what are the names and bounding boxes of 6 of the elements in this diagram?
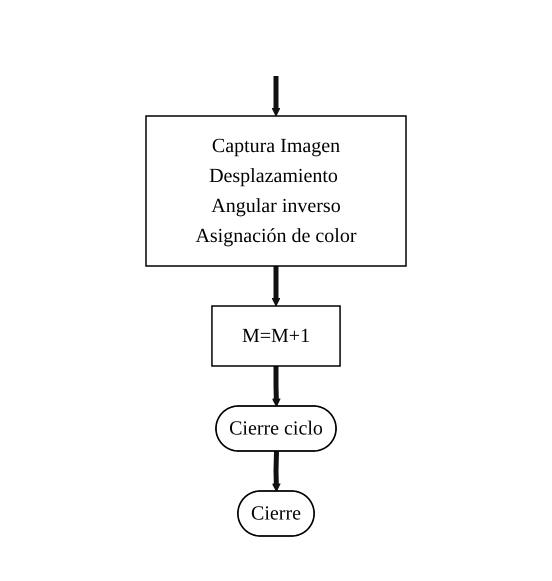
arrow [272, 450, 281, 492]
arrow [272, 366, 281, 406]
arrow [272, 266, 280, 306]
node-box: Captura Imagen Desplazamiento Angular inverso Asignación de color [145, 114, 407, 266]
node-box: M=M+1 [211, 304, 341, 366]
arrow [272, 76, 280, 116]
